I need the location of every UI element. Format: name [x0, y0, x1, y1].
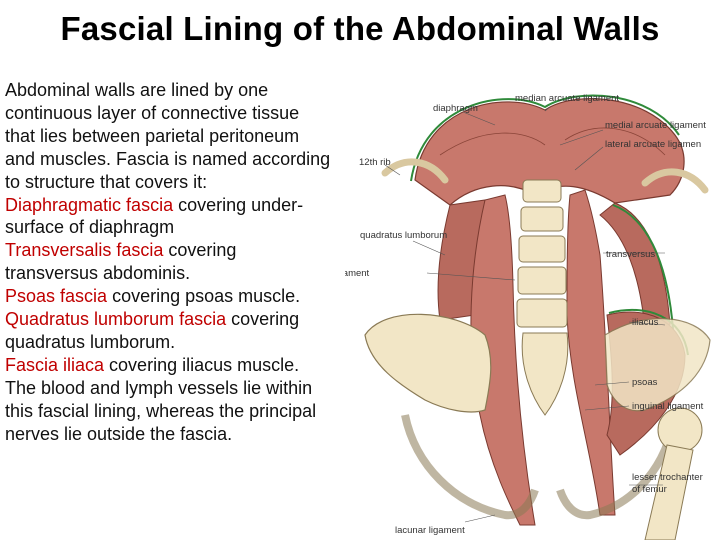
vertebral-column — [516, 179, 568, 328]
intro-line: Abdominal walls are lined by one — [5, 80, 269, 100]
fascia-name: Quadratus lumborum fascia — [5, 309, 227, 330]
intro-line: to structure that covers it: — [5, 171, 208, 192]
pelvis-left — [364, 313, 492, 413]
intro-line: continuous layer of connective tissue — [5, 102, 300, 123]
psoas-shape-right — [566, 189, 616, 516]
label-diaphragm: diaphragm — [433, 103, 478, 114]
label-median-arcuate-ligament: median arcuate ligament — [515, 93, 619, 104]
fascia-item-transversalis: Transversalis fascia covering — [5, 239, 400, 262]
label-lesser-trochanter: lesser trochanter — [632, 472, 703, 483]
fascia-desc: covering iliacus muscle. — [104, 354, 300, 375]
fascia-name: Transversalis fascia — [5, 240, 164, 261]
fascia-desc-cont: surface of diaphragm — [5, 217, 175, 238]
label-lateral-arcuate-ligament: lateral arcuate ligamen — [605, 139, 701, 150]
pubic-arch — [401, 414, 679, 520]
fascia-item-iliaca: Fascia iliaca covering iliacus muscle. — [5, 354, 400, 377]
label-12th-rib: 12th rib — [359, 157, 391, 168]
fascia-desc: covering — [226, 309, 300, 330]
fascia-desc: covering — [163, 240, 237, 261]
fascia-item-quadratus: Quadratus lumborum fascia covering — [5, 308, 400, 331]
label-transversus: transversus — [606, 249, 655, 260]
intro-line: and muscles. Fascia is named according — [5, 148, 331, 169]
fascia-name: Psoas fascia — [5, 286, 108, 307]
abdominal-wall-illustration: diaphragm median arcuate ligament medial… — [345, 93, 711, 540]
pelvis-right — [604, 318, 711, 412]
fascia-name: Fascia iliaca — [5, 354, 105, 375]
fascia-item-psoas: Psoas fascia covering psoas muscle. — [5, 285, 400, 308]
label-iliolumbar-ligament: iliolumbar ligament — [345, 268, 370, 279]
fascia-desc-cont: transversus abdominis. — [5, 263, 191, 284]
label-lesser-trochanter-2: of femur — [632, 484, 667, 495]
transversus-shape — [599, 202, 671, 331]
closing-line: nerves lie outside the fascia. — [5, 423, 233, 444]
label-psoas: psoas — [632, 377, 658, 388]
label-iliacus: iliacus — [632, 317, 659, 328]
body-text: Abdominal walls are lined by one continu… — [5, 79, 400, 446]
label-lacunar-ligament: lacunar ligament — [395, 525, 465, 536]
fascia-name: Diaphragmatic fascia — [5, 194, 174, 215]
slide-title: Fascial Lining of the Abdominal Walls — [60, 10, 660, 47]
fascia-outline — [410, 94, 680, 182]
sacrum — [521, 332, 569, 416]
femur — [644, 444, 694, 540]
femur-head — [657, 407, 703, 453]
closing-line: this fascial lining, whereas the princip… — [5, 400, 317, 421]
label-quadratus-lumborum: quadratus lumborum — [360, 230, 447, 241]
fascia-desc: covering under- — [173, 194, 304, 215]
fascia-desc: covering psoas muscle. — [107, 286, 301, 307]
closing-line: The blood and lymph vessels lie within — [5, 377, 313, 398]
fascia-item-diaphragmatic: Diaphragmatic fascia covering under- — [5, 194, 400, 217]
intro-line: that lies between parietal peritoneum — [5, 125, 300, 146]
fascia-desc-cont: quadratus lumborum. — [5, 331, 176, 352]
label-inguinal-ligament: inguinal ligament — [632, 401, 704, 412]
label-medial-arcuate-ligament: medial arcuate ligament — [605, 120, 706, 131]
